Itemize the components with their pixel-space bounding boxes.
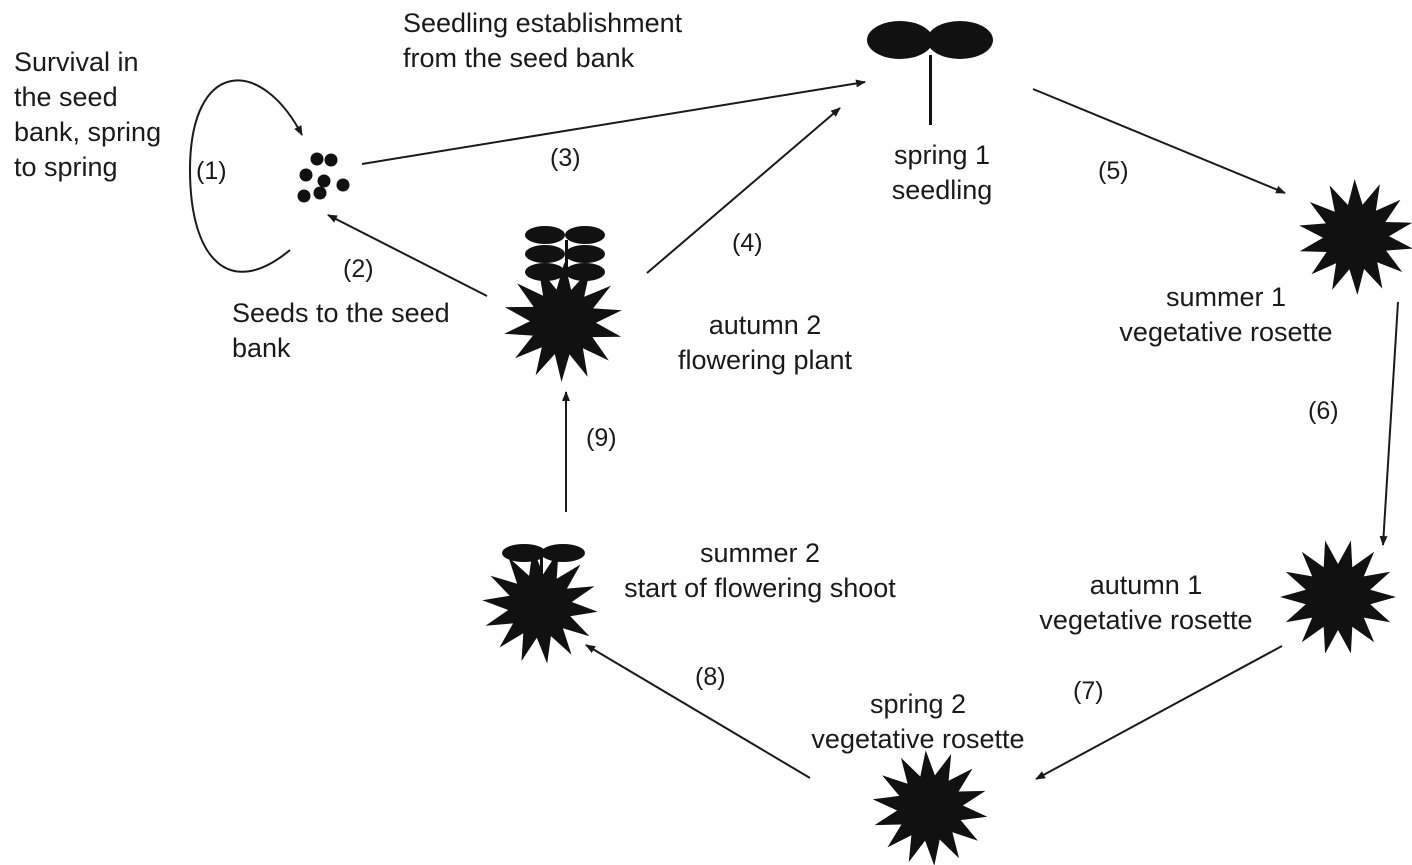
- transition-label-1: (1): [196, 157, 227, 185]
- transition-label-2: (2): [343, 255, 374, 283]
- summer1-rosette-icon: [1299, 179, 1412, 295]
- spring2-rosette-icon: [872, 750, 988, 865]
- stage-label-summer2: summer 2 start of flowering shoot: [624, 538, 896, 603]
- seeds-to-seed-bank-note: Seeds to the seed bank: [232, 298, 450, 363]
- arrow-flowering-to-seed-bank: [327, 214, 488, 297]
- stage-label-summer1: summer 1 vegetative rosette: [1119, 282, 1333, 347]
- seed-bank-survival-note: Survival in the seed bank, spring to spr…: [14, 47, 162, 182]
- stage-label-spring2: spring 2 vegetative rosette: [811, 689, 1025, 754]
- transition-label-4: (4): [732, 229, 763, 257]
- transition-label-3: (3): [550, 144, 581, 172]
- transition-label-8: (8): [695, 663, 726, 691]
- arrow-survival-loop: [188, 79, 303, 273]
- arrow-seed-bank-to-seedling: [361, 79, 866, 165]
- arrow-flowering-to-seedling: [646, 107, 841, 274]
- transition-label-5: (5): [1098, 157, 1129, 185]
- stage-label-spring1: spring 1 seedling: [891, 140, 993, 205]
- autumn1-rosette-icon: [1280, 540, 1396, 654]
- stage-label-autumn1: autumn 1 vegetative rosette: [1039, 570, 1253, 635]
- transition-label-9: (9): [586, 424, 617, 452]
- seedling-icon: [867, 21, 993, 125]
- arrow-seedling-to-summer1: [1032, 88, 1286, 194]
- summer2-flowering-shoot-icon: [482, 544, 598, 664]
- autumn2-flowering-plant-icon: [504, 226, 622, 382]
- transition-label-7: (7): [1073, 677, 1104, 705]
- arrow-autumn1-to-spring2: [1035, 645, 1283, 780]
- arrow-spring2-to-summer2: [585, 644, 811, 779]
- stage-label-autumn2: autumn 2 flowering plant: [677, 310, 853, 375]
- arrow-summer1-to-autumn1: [1379, 301, 1399, 546]
- seedling-establishment-note: Seedling establishment from the seed ban…: [403, 8, 683, 73]
- transition-label-6: (6): [1308, 397, 1339, 425]
- seed-bank-icon: [297, 152, 350, 203]
